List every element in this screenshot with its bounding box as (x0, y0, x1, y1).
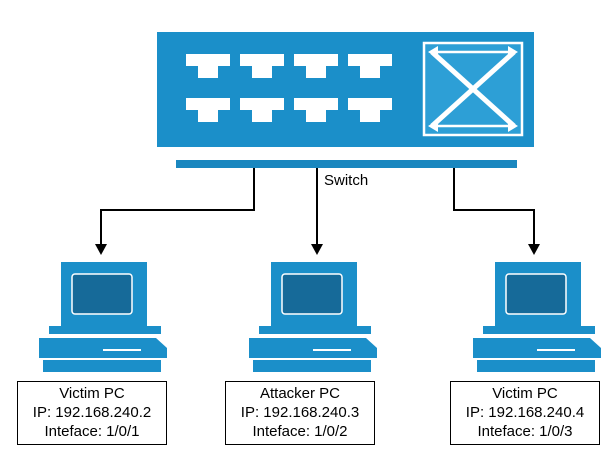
switch-port-icon (186, 98, 230, 122)
host-ip: IP: 192.168.240.3 (240, 404, 360, 421)
host-interface: Inteface: 1/0/1 (44, 423, 140, 440)
host-name: Victim PC (59, 385, 125, 402)
switch-port-icon (186, 54, 230, 78)
host-label-victim-pc-1: Victim PC IP: 192.168.240.2 Inteface: 1/… (17, 381, 167, 445)
desktop-pc-icon (39, 262, 167, 372)
host-name: Victim PC (492, 385, 558, 402)
switch-crossover-icon (422, 41, 524, 137)
pc-group (39, 262, 601, 372)
switch-port-icon (240, 54, 284, 78)
desktop-pc-icon (249, 262, 377, 372)
host-ip: IP: 192.168.240.2 (32, 404, 152, 421)
switch-port-icon (240, 98, 284, 122)
arrowheads (95, 244, 540, 255)
link-victim-pc-2 (453, 168, 535, 246)
host-label-victim-pc-2: Victim PC IP: 192.168.240.4 Inteface: 1/… (450, 381, 600, 445)
switch-port-icon (294, 98, 338, 122)
host-label-attacker-pc: Attacker PC IP: 192.168.240.3 Inteface: … (225, 381, 375, 445)
network-switch-icon (157, 32, 534, 168)
switch-port-icon (294, 54, 338, 78)
host-interface: Inteface: 1/0/2 (252, 423, 348, 440)
link-victim-pc-1 (100, 168, 255, 246)
host-interface: Inteface: 1/0/3 (477, 423, 573, 440)
desktop-pc-icon (473, 262, 601, 372)
host-name: Attacker PC (259, 385, 341, 402)
host-ip: IP: 192.168.240.4 (465, 404, 585, 421)
connection-lines (100, 168, 535, 246)
switch-port-icon (348, 54, 392, 78)
switch-port-icon (348, 98, 392, 122)
switch-ports (186, 54, 392, 122)
switch-label: Switch (324, 172, 369, 189)
